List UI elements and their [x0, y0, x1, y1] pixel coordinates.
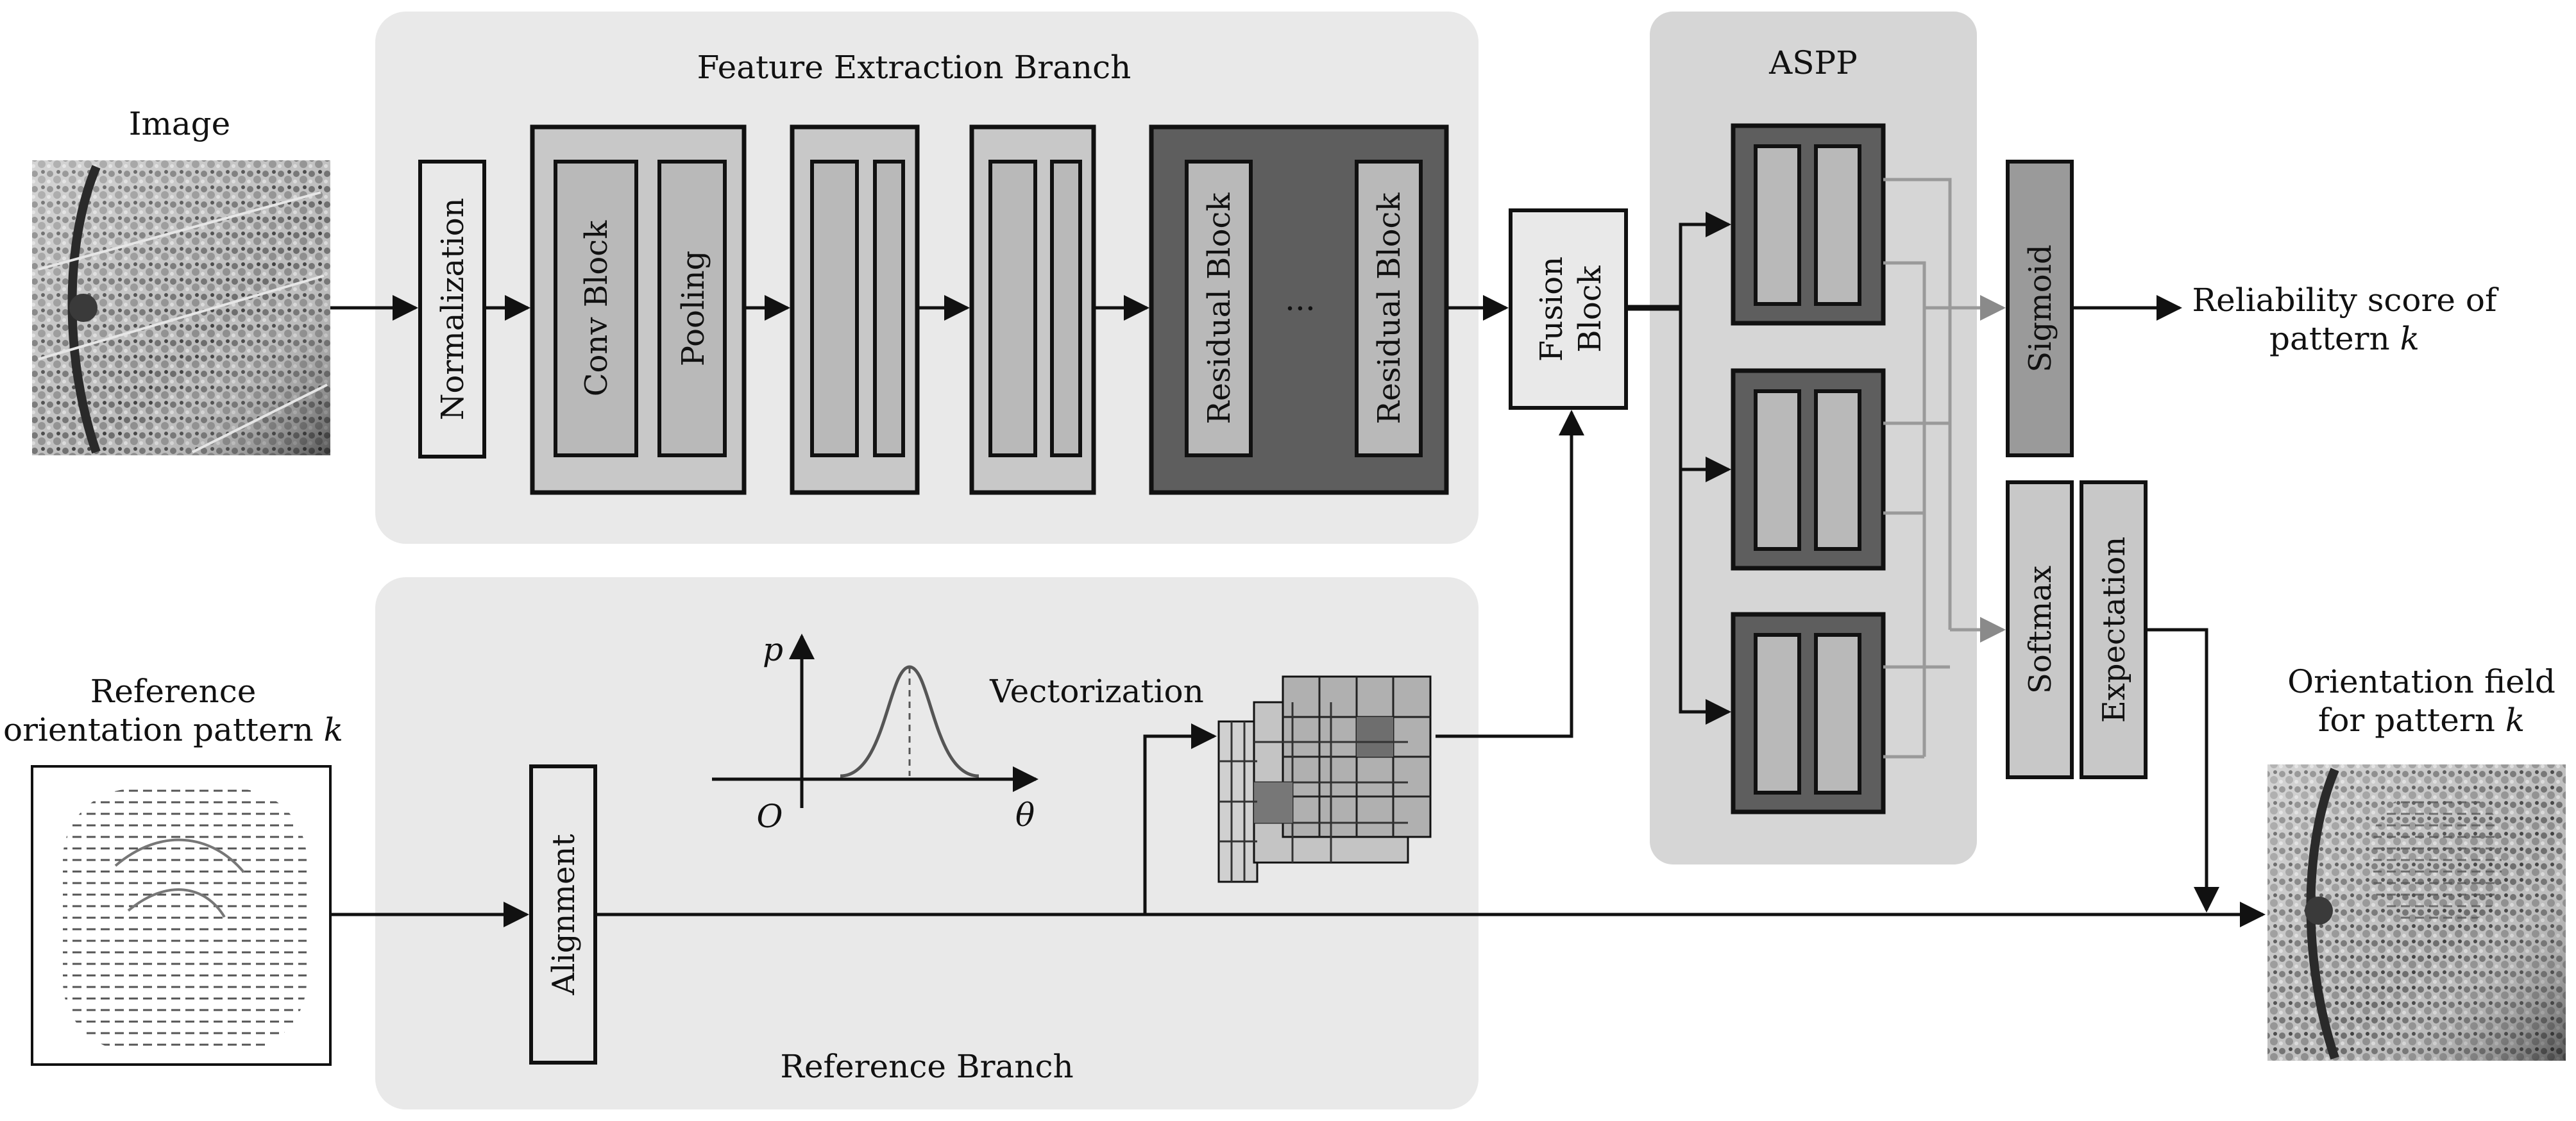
input-image	[32, 160, 330, 455]
stage-2-inner-a	[810, 160, 859, 457]
residual-first-label: Residual Block	[1201, 192, 1237, 425]
residual-block-first	[1185, 160, 1253, 457]
reference-branch-panel	[375, 577, 1479, 1109]
alignment-block	[529, 764, 597, 1065]
softmax-block	[2006, 480, 2074, 779]
sigmoid-block	[2006, 160, 2074, 457]
plot-origin-label: O	[757, 798, 783, 835]
plot-y-axis-label: p	[763, 631, 783, 668]
orientation-field-output-image	[2267, 764, 2566, 1061]
gaussian-plot	[712, 634, 1038, 808]
fusion-label-line2: Block	[1572, 265, 1608, 352]
reference-label-line1: Reference	[90, 673, 257, 710]
reliability-label-line1: Reliability score of	[2192, 282, 2499, 319]
aspp-outputs	[1883, 178, 2006, 759]
fusion-label-line1: Fusion	[1534, 257, 1570, 362]
residual-last-label: Residual Block	[1371, 192, 1407, 425]
aspp-block-top	[1731, 123, 1886, 326]
feature-branch-title: Feature Extraction Branch	[697, 49, 1131, 86]
normalization-block	[418, 160, 486, 459]
fusion-block	[1509, 208, 1628, 410]
orientation-label-line1: Orientation field	[2287, 663, 2555, 700]
connectors	[330, 212, 2266, 927]
softmax-label: Softmax	[2022, 566, 2058, 694]
stage-2-inner-b	[873, 160, 905, 457]
pooling-label: Pooling	[675, 251, 711, 367]
vectorization-label: Vectorization	[989, 673, 1204, 710]
plot-x-axis-label: θ	[1015, 796, 1035, 834]
conv-block	[554, 160, 638, 457]
reference-branch-title: Reference Branch	[780, 1048, 1073, 1085]
residual-block-last	[1355, 160, 1423, 457]
aspp-title: ASPP	[1768, 44, 1858, 81]
stage-3-inner-b	[1050, 160, 1082, 457]
reference-label-line2: orientation pattern k	[3, 711, 343, 748]
conv-block-label: Conv Block	[579, 220, 614, 396]
pooling-block	[657, 160, 727, 457]
reliability-label-line2: pattern k	[2269, 320, 2419, 357]
reference-orientation-pattern	[31, 765, 332, 1066]
aspp-block-bottom	[1731, 612, 1886, 814]
vectorized-tensor	[1217, 675, 1432, 883]
expectation-block	[2080, 480, 2148, 779]
aspp-block-middle	[1731, 368, 1886, 571]
stage-3-inner-a	[988, 160, 1037, 457]
orientation-label-line2: for pattern k	[2318, 702, 2525, 739]
normalization-label: Normalization	[435, 198, 471, 420]
alignment-label: Alignment	[546, 834, 582, 995]
residual-ellipsis: ···	[1285, 290, 1316, 327]
expectation-label: Expectation	[2096, 537, 2132, 723]
input-image-label: Image	[129, 105, 231, 142]
sigmoid-label: Sigmoid	[2022, 244, 2058, 372]
